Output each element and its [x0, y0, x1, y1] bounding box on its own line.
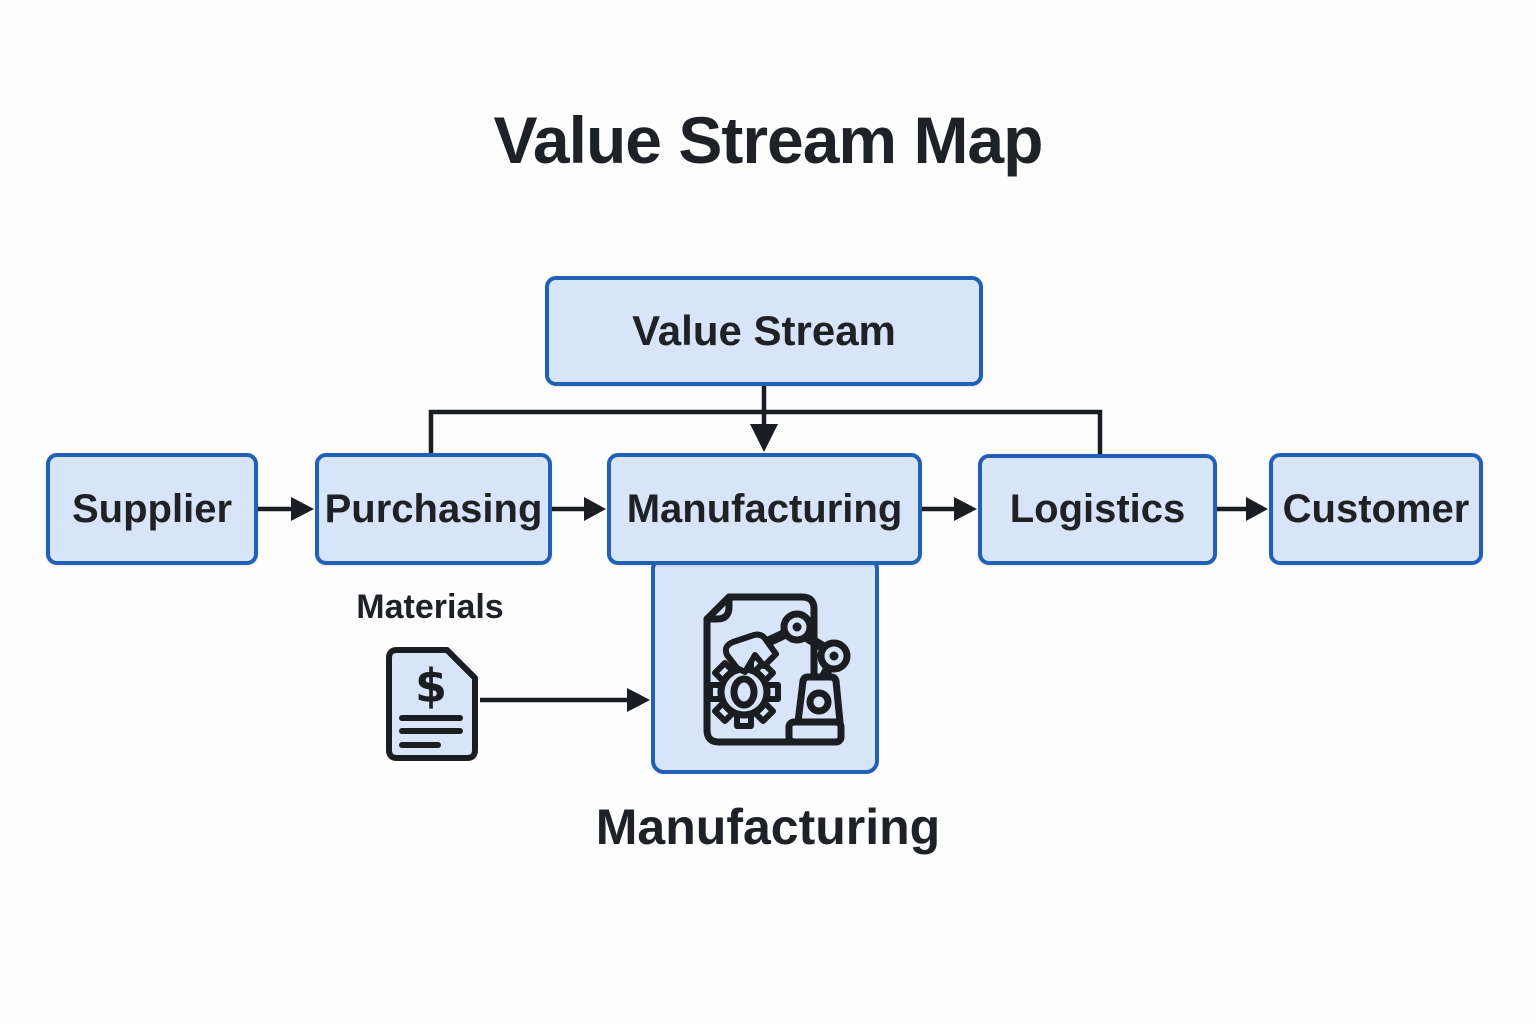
- node-purchasing: Purchasing: [315, 453, 552, 565]
- arrowhead-supplier-purchasing: [291, 497, 314, 521]
- materials-label: Materials: [356, 588, 504, 626]
- arrowhead-purchasing-manufacturing: [584, 497, 606, 521]
- node-manufacturing-label: Manufacturing: [626, 486, 903, 531]
- node-manufacturing: Manufacturing: [607, 453, 922, 565]
- node-customer-label: Customer: [1282, 486, 1470, 531]
- robot-pedestal: [794, 673, 844, 726]
- connector-branch-rail: [428, 409, 1103, 454]
- node-value-stream: Value Stream: [545, 276, 983, 386]
- arrowhead-manufacturing-logistics: [954, 497, 977, 521]
- dollar-symbol: $: [415, 659, 447, 713]
- node-customer: Customer: [1269, 453, 1483, 565]
- node-supplier: Supplier: [46, 453, 258, 565]
- node-logistics-label: Logistics: [1009, 487, 1186, 531]
- robot-arm: [722, 610, 851, 746]
- arrowhead-materials-detail: [627, 688, 650, 712]
- arrowhead-root-to-manufacturing: [750, 424, 778, 452]
- manufacturing-detail-box: [651, 556, 879, 774]
- robot-arm-blueprint-icon: [703, 593, 851, 746]
- node-value-stream-label: Value Stream: [632, 307, 896, 354]
- robot-claw: [722, 631, 779, 675]
- manufacturing-detail-label: Manufacturing: [595, 799, 941, 855]
- blueprint-fold: [703, 593, 733, 623]
- dollar-document-icon: $: [386, 647, 478, 761]
- node-logistics: Logistics: [978, 454, 1217, 565]
- arrowhead-logistics-customer: [1246, 497, 1268, 521]
- node-purchasing-label: Purchasing: [324, 486, 543, 531]
- page-title: Value Stream Map: [493, 103, 1044, 177]
- robot-base: [785, 718, 845, 746]
- node-supplier-label: Supplier: [71, 486, 233, 531]
